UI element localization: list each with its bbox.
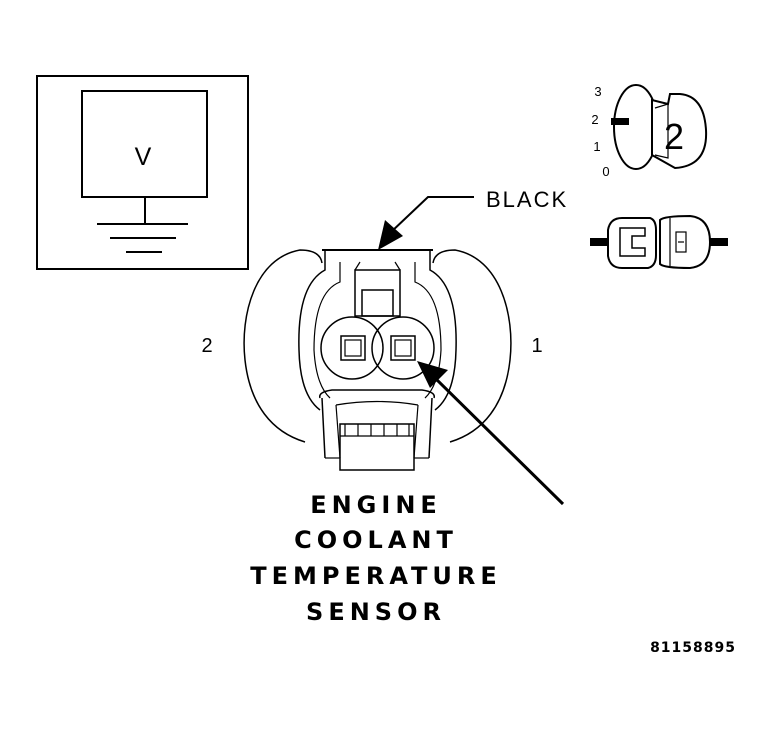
color-label-leader <box>378 196 474 250</box>
sensor-name-line-3: TEMPERATURE <box>250 562 502 590</box>
ignition-position-2: 2 <box>591 112 598 127</box>
sensor-name-line-2: COOLANT <box>294 526 458 554</box>
figure-id: 81158895 <box>650 640 736 656</box>
connector-plug-icon <box>590 214 728 270</box>
sensor-name-line-1: ENGINE <box>310 491 442 519</box>
sensor-name-line-4: SENSOR <box>306 598 446 626</box>
connector-face <box>243 249 512 471</box>
ignition-key-icon <box>611 84 708 170</box>
ignition-selected-position: 2 <box>664 116 684 157</box>
pin-label-right: 1 <box>531 335 542 357</box>
connector-color-label: BLACK <box>486 187 568 212</box>
ignition-position-0: 0 <box>602 164 609 179</box>
ignition-position-3: 3 <box>594 84 601 99</box>
terminal-pointer-arrow <box>417 361 565 506</box>
pin-label-left: 2 <box>201 335 212 357</box>
ignition-position-1: 1 <box>593 139 600 154</box>
voltmeter-symbol: V <box>135 143 152 171</box>
voltmeter-icon <box>36 75 249 270</box>
